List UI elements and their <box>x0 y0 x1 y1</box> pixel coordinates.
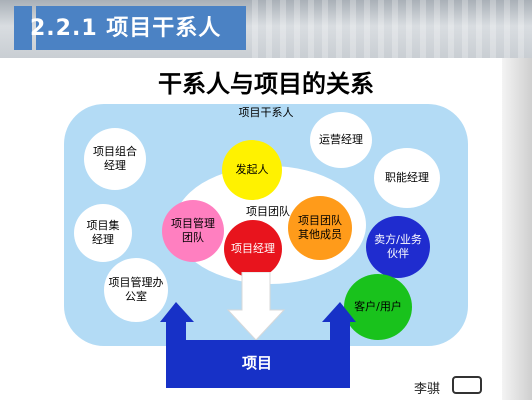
slide-title: 干系人与项目的关系 <box>158 70 374 98</box>
node-program-manager: 项目集经理 <box>74 204 132 262</box>
node-pmo: 项目管理办公室 <box>104 258 168 322</box>
header-accent <box>14 6 32 50</box>
node-operations-manager: 运营经理 <box>310 112 372 168</box>
header-decoration <box>252 0 532 58</box>
project-team-label: 项目团队 <box>246 205 290 218</box>
slide-edge <box>502 58 532 400</box>
node-customer: 客户/用户 <box>344 274 412 340</box>
author-signature: 李骐 <box>414 382 441 397</box>
node-portfolio-manager: 项目组合经理 <box>84 128 146 190</box>
node-other-members: 项目团队其他成员 <box>288 196 352 260</box>
project-label: 项目 <box>241 354 272 372</box>
project-box <box>166 340 348 388</box>
node-sponsor: 发起人 <box>222 140 282 200</box>
node-seller: 卖方/业务伙伴 <box>366 216 430 278</box>
header-title-bg <box>36 6 246 50</box>
author-logo <box>452 376 482 394</box>
section-title: 2.2.1 项目干系人 <box>30 16 222 41</box>
header-banner: 2.2.1 项目干系人 <box>0 0 532 58</box>
node-pm-team: 项目管理团队 <box>162 200 224 262</box>
arrow-down-to-project <box>226 272 286 341</box>
node-functional-manager: 职能经理 <box>374 148 440 208</box>
node-project-manager: 项目经理 <box>224 220 282 278</box>
stakeholders-label: 项目干系人 <box>238 106 294 119</box>
